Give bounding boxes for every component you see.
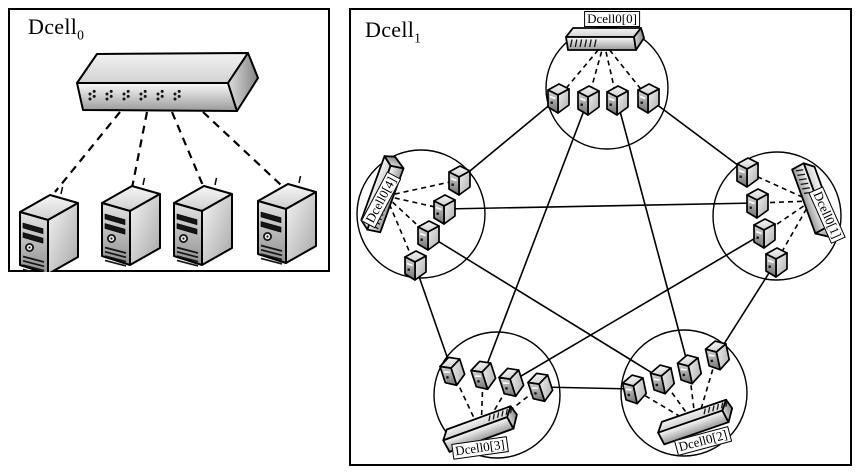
port-dot-icon (143, 89, 147, 93)
switch-icon (76, 52, 259, 112)
switch-server-link (385, 195, 416, 266)
intercell-links (414, 97, 777, 390)
port-dot-icon (109, 94, 113, 98)
server-tower-icon (19, 186, 79, 272)
port-dot-icon (88, 92, 92, 96)
cell-circle (356, 149, 486, 279)
intercell-link (458, 97, 559, 181)
dcell1-frame (349, 8, 852, 466)
switch-icon (565, 27, 645, 51)
server-icon (404, 250, 427, 281)
dcell1-diagram (349, 8, 852, 466)
right-panel-title-sub: 1 (414, 30, 422, 46)
right-panel-title-text: Dcell (365, 17, 415, 42)
intercell-link (414, 264, 453, 372)
port-dot-icon (139, 92, 143, 96)
server-tower-icon (173, 177, 233, 267)
server-icon (704, 340, 731, 371)
intercell-link (539, 386, 635, 390)
intercell-link (647, 97, 748, 173)
intercell-link (482, 99, 589, 376)
server-icon (621, 374, 648, 405)
port-dot-icon (92, 89, 96, 93)
server-icon (753, 218, 776, 249)
cell-label: Dcell0[0] (584, 11, 640, 27)
intercell-link (443, 202, 758, 210)
server-icon (649, 364, 676, 395)
server-icon (448, 165, 471, 196)
intercell-link (510, 232, 765, 383)
cell-circle (433, 331, 561, 459)
server-icon (470, 360, 497, 391)
dcell0-diagram (8, 8, 330, 272)
intercell-link (427, 234, 663, 380)
port-dot-icon (122, 92, 126, 96)
server-tower-icon (257, 175, 317, 265)
server-icon (439, 356, 466, 387)
cell-0 (547, 27, 660, 116)
switch-server-link (557, 42, 605, 99)
switch-server-link (202, 111, 283, 187)
server-icon (676, 354, 703, 385)
port-dot-icon (88, 97, 92, 101)
server-tower-icon (101, 177, 161, 267)
server-icon (417, 220, 440, 251)
cell-circle (620, 329, 748, 457)
server-icon (527, 372, 554, 403)
port-dot-icon (122, 97, 126, 101)
port-dot-icon (156, 92, 160, 96)
dcell1-panel: Dcell1 Dcell0[0]Dcell0[1]Dcell0[2]Dcell0… (349, 8, 852, 466)
port-dot-icon (160, 94, 164, 98)
port-dot-icon (177, 89, 181, 93)
switch-server-link (130, 111, 149, 189)
intercell-link (616, 99, 690, 370)
port-dot-icon (177, 94, 181, 98)
left-panel-title-text: Dcell (28, 14, 78, 39)
port-dot-icon (160, 89, 164, 93)
server-icon (765, 247, 788, 278)
port-dot-icon (173, 92, 177, 96)
port-dot-icon (156, 97, 160, 101)
server-icon (498, 367, 525, 398)
switch-server-links (54, 111, 283, 193)
server-icon (637, 83, 660, 114)
port-dot-icon (105, 92, 109, 96)
intercell-link (716, 261, 777, 356)
left-panel-title: Dcell0 (28, 14, 84, 43)
right-panel-title: Dcell1 (365, 17, 421, 46)
port-dot-icon (92, 94, 96, 98)
left-panel-title-sub: 0 (77, 27, 85, 43)
cell-circle (545, 26, 669, 150)
port-dot-icon (139, 97, 143, 101)
port-dot-icon (173, 97, 177, 101)
dcell0-frame (8, 8, 330, 272)
server-icon (736, 157, 759, 188)
dcell0-panel: Dcell0 (8, 8, 330, 272)
switch-server-link (385, 179, 460, 197)
switch-server-link (54, 111, 121, 193)
server-icon (433, 194, 456, 225)
cell-circle (712, 151, 842, 281)
cell-2 (621, 340, 734, 446)
server-icon (577, 85, 600, 116)
switch-server-link (170, 111, 206, 189)
port-dot-icon (105, 97, 109, 101)
server-icon (547, 83, 570, 114)
port-dot-icon (126, 94, 130, 98)
server-icon (606, 85, 629, 116)
port-dot-icon (126, 89, 130, 93)
port-dot-icon (109, 89, 113, 93)
server-icon (746, 188, 769, 219)
switch-icon (657, 398, 734, 446)
port-dot-icon (143, 94, 147, 98)
